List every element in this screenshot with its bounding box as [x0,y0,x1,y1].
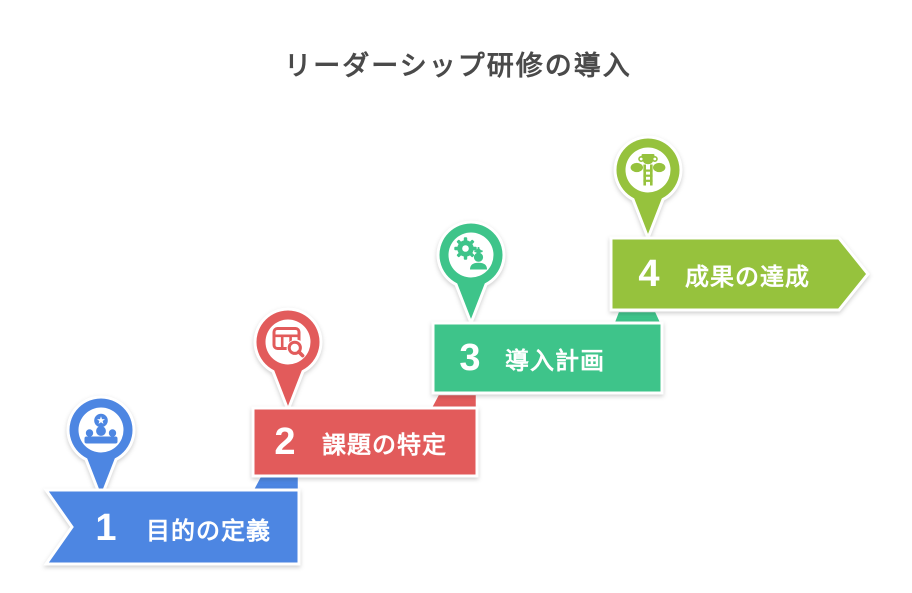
diagram-title: リーダーシップ研修の導入 [284,50,631,81]
gear-person-icon [454,237,487,270]
step-2-pin [253,307,323,415]
step-bars [43,236,870,566]
table-search-icon [272,327,305,358]
step-2-bar [251,406,479,478]
step-2-label: 課題の特定 [322,431,447,459]
step-4-pin [613,135,683,243]
step-3-pin [436,220,506,328]
step-4-label: 成果の達成 [685,264,810,291]
step-1-pin [66,395,136,503]
step-3-label: 導入計画 [505,347,605,375]
step-1-bar [43,488,301,566]
step-2-number: 2 [274,421,295,463]
trophy-ladder-icon [630,154,666,186]
step-bar-texts: 1 目的の定義 2 課題の特定 3 導入計画 4 成果の達成 [95,253,810,549]
step-3-number: 3 [459,337,480,379]
step-4-number: 4 [638,253,659,295]
step-3-bar [431,321,664,395]
step-1-label: 目的の定義 [146,517,271,545]
step-1-number: 1 [95,507,116,549]
step-4-bar [609,236,870,312]
team-award-icon [84,413,118,444]
step-2-pin-hole [265,319,311,365]
